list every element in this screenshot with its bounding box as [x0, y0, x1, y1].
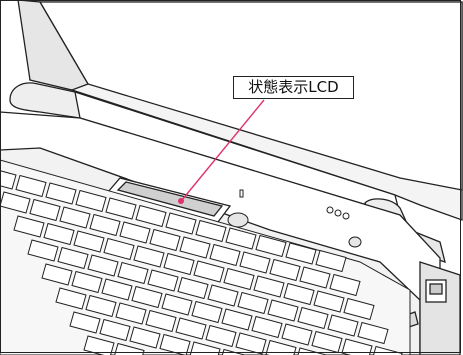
keyboard-key — [177, 276, 209, 300]
keyboard-key — [41, 263, 73, 286]
keyboard-key — [145, 309, 177, 333]
keyboard-key — [57, 246, 89, 270]
keyboard-key — [205, 324, 237, 348]
keyboard-key — [59, 206, 91, 229]
keyboard-key — [71, 270, 103, 294]
keyboard-key — [329, 273, 361, 297]
keyboard-key — [225, 227, 257, 250]
keyboard-key — [223, 267, 255, 291]
keyboard-key — [179, 236, 211, 259]
keyboard-key — [193, 260, 225, 283]
keyboard-key — [73, 230, 105, 253]
keyboard-key — [43, 222, 75, 246]
keyboard-key — [131, 285, 163, 309]
keyboard-key — [105, 197, 137, 220]
keyboard-key — [175, 317, 207, 340]
keyboard-key — [69, 311, 101, 334]
keyboard-key — [297, 306, 329, 330]
keyboard-key — [45, 182, 77, 205]
keyboard-key — [313, 290, 345, 313]
indicators — [227, 189, 362, 248]
keyboard-key — [115, 302, 147, 325]
keyboard-key — [0, 170, 17, 190]
keyboard — [0, 159, 411, 355]
keyboard-key — [327, 314, 359, 337]
keyboard-key — [0, 191, 31, 214]
keyboard-key — [165, 212, 197, 235]
keyboard-key — [89, 213, 121, 237]
keyboard-key — [75, 189, 107, 213]
keyboard-key — [87, 254, 119, 277]
keyboard-key — [135, 204, 167, 228]
keyboard-key — [103, 237, 135, 261]
keyboard-key — [253, 275, 285, 298]
keyboard-key — [15, 174, 47, 198]
keyboard-key — [195, 219, 227, 243]
keyboard-key — [147, 269, 179, 292]
keyboard-key — [341, 338, 373, 355]
keyboard-key — [255, 234, 287, 258]
keyboard-key — [265, 339, 297, 355]
keyboard-key — [119, 221, 151, 244]
callout-leader — [178, 99, 265, 204]
keyboard-key — [209, 243, 241, 267]
keyboard-key — [101, 278, 133, 301]
keyboard-key — [357, 321, 389, 345]
keyboard-key — [343, 297, 375, 321]
keyboard-key — [149, 228, 181, 252]
keyboard-key — [13, 215, 45, 238]
keyboard-key — [237, 291, 269, 315]
keyboard-key — [117, 261, 149, 285]
keyboard-key — [251, 315, 283, 339]
keyboard-key — [189, 341, 221, 355]
status-lcd — [106, 177, 232, 223]
leader-line — [181, 99, 265, 201]
keyboard-key — [315, 249, 347, 273]
keyboard-key — [281, 323, 313, 346]
keyboard-key — [133, 245, 165, 268]
keyboard-key — [159, 333, 191, 355]
keyboard-key — [283, 282, 315, 306]
keyboard-key — [191, 300, 223, 324]
status-lcd-label: 状態表示LCD — [233, 76, 354, 99]
leader-dot — [178, 198, 184, 204]
keyboard-key — [239, 251, 271, 274]
keyboard-key — [129, 326, 161, 349]
keyboard-key — [235, 332, 267, 355]
keyboard-key — [55, 287, 87, 310]
keyboard-key — [99, 318, 131, 342]
keyboard-key — [299, 266, 331, 289]
keyboard-key — [267, 299, 299, 322]
keyboard-key — [29, 198, 61, 222]
keyboard-key — [161, 293, 193, 316]
keyboard-key — [269, 258, 301, 282]
keyboard-key — [83, 335, 115, 355]
keyboard-key — [285, 242, 317, 265]
keyboard-key — [27, 239, 59, 262]
keyboard-key — [85, 294, 117, 318]
keyboard-key — [221, 308, 253, 331]
keyboard-key — [207, 284, 239, 307]
keyboard-key — [163, 252, 195, 276]
